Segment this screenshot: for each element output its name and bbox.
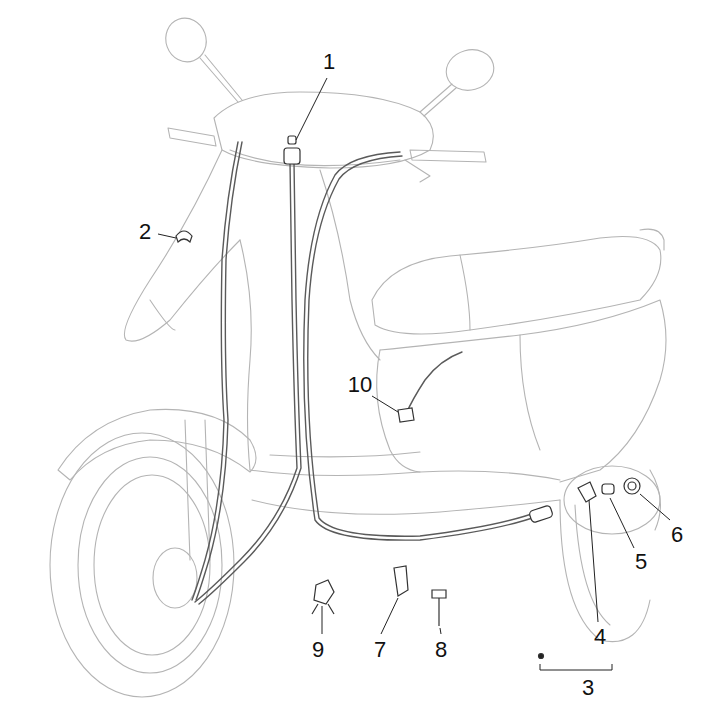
callout-number: 1 [323, 51, 335, 73]
callout-number: 9 [312, 639, 324, 661]
callout-number: 7 [374, 639, 386, 661]
callout-number: 10 [348, 374, 372, 396]
callout-number: 6 [671, 524, 683, 546]
callout-number: 4 [594, 626, 606, 648]
callout-number: 2 [139, 221, 151, 243]
callout-number: 3 [582, 677, 594, 699]
callout-number: 8 [435, 639, 447, 661]
callout-number: 5 [635, 551, 647, 573]
